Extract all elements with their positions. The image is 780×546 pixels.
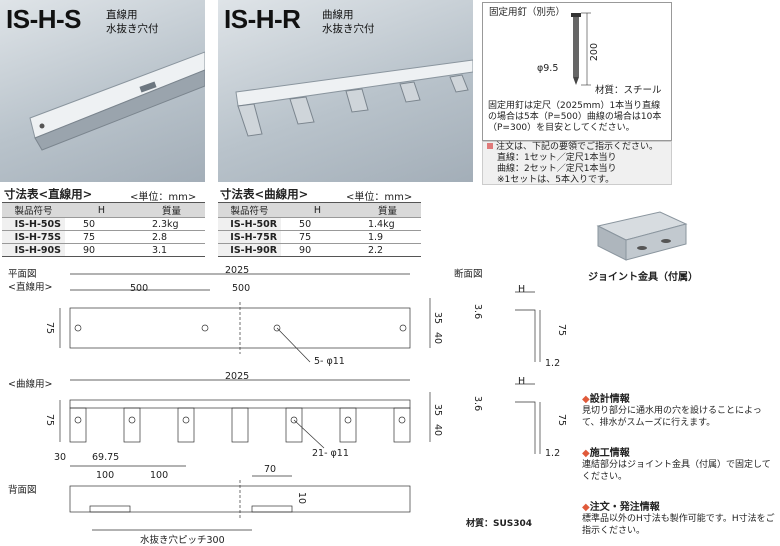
plan-label: 平面図 <box>8 269 37 280</box>
design-info-text: 見切り部分に通水用の穴を設けることによって、排水がスムーズに行えます。 <box>582 406 762 428</box>
dim-10: 10 <box>296 492 307 505</box>
pitch-300: 水抜き穴ピッチ300 <box>140 535 225 546</box>
dim-30: 30 <box>54 452 67 463</box>
dim-100: 100 <box>96 470 115 481</box>
order-info-text: 標準品以外のH寸法も製作可能です。H寸法をご指示ください。 <box>582 514 775 536</box>
dim-69-75: 69.75 <box>92 452 120 463</box>
col-header: 質量 <box>137 202 205 218</box>
photo-curved: IS-H-R 曲線用水抜き穴付 <box>218 0 473 182</box>
design-info-heading: ◆設計情報 <box>582 394 630 405</box>
product-code: IS-H-R <box>224 4 301 34</box>
dim-35: 35 <box>432 312 443 325</box>
nail-drawing <box>571 12 591 86</box>
hole-21: 21- φ11 <box>312 448 349 459</box>
curved-edging-image <box>235 59 473 137</box>
table-straight-unit: <単位：mm> <box>130 192 197 203</box>
product-desc: 直線用水抜き穴付 <box>106 9 159 35</box>
straight-edging-image <box>29 51 205 151</box>
note-bullet-icon <box>487 143 493 149</box>
product-code: IS-H-S <box>6 4 82 34</box>
sec-75: 75 <box>556 324 567 337</box>
col-header: 製品符号 <box>2 202 65 218</box>
table-straight-title: 寸法表<直線用> <box>4 187 93 201</box>
sec-1-2: 1.2 <box>545 448 561 459</box>
nail-diameter: φ9.5 <box>537 63 559 74</box>
dim-500: 500 <box>130 283 149 294</box>
col-header: H <box>281 202 354 218</box>
dim-100: 100 <box>150 470 169 481</box>
technical-drawing <box>59 273 541 531</box>
note-line: 注文は、下記の要領でご指示ください。 <box>496 142 659 152</box>
diamond-icon: ◆ <box>582 448 590 459</box>
dim-35: 35 <box>432 404 443 417</box>
nail-length: 200 <box>589 43 600 62</box>
order-note-box: 注文は、下記の要領でご指示ください。 直線：1セット／定尺1本当り 曲線：2セッ… <box>482 141 672 185</box>
product-desc: 曲線用水抜き穴付 <box>322 9 375 35</box>
work-info-text: 連結部分はジョイント金具（付属）で固定してください。 <box>582 460 771 482</box>
diamond-icon: ◆ <box>582 394 590 405</box>
table-curved-title: 寸法表<曲線用> <box>220 187 309 201</box>
curved-label: <曲線用> <box>8 379 53 390</box>
joint-caption: ジョイント金具（付属） <box>588 272 698 283</box>
hole-5: 5- φ11 <box>314 356 345 367</box>
back-label: 背面図 <box>8 485 37 496</box>
section-label: 断面図 <box>454 269 483 280</box>
photo-straight: IS-H-S 直線用水抜き穴付 <box>0 0 205 182</box>
dim-total: 2025 <box>225 371 250 382</box>
sec-h: H <box>518 284 526 295</box>
dim-70: 70 <box>264 464 277 475</box>
joint-bracket-image <box>596 211 688 261</box>
material-label: 材質：SUS304 <box>466 519 533 529</box>
nail-description: 固定用釘は定尺（2025mm）1本当り直線の場合は5本（P=500）曲線の場合は… <box>488 101 662 133</box>
sec-h: H <box>518 376 526 387</box>
dim-total: 2025 <box>225 265 250 276</box>
nail-material: 材質：スチール <box>595 85 662 96</box>
dim-75: 75 <box>44 322 55 335</box>
dim-500: 500 <box>232 283 251 294</box>
straight-label: <直線用> <box>8 282 53 293</box>
work-info-heading: ◆施工情報 <box>582 448 630 459</box>
col-header: H <box>64 202 138 218</box>
sec-1-2: 1.2 <box>545 358 561 369</box>
dim-40: 40 <box>432 332 443 345</box>
diamond-icon: ◆ <box>582 502 590 513</box>
order-info-heading: ◆注文・発注情報 <box>582 502 660 513</box>
col-header: 製品符号 <box>218 202 282 218</box>
sec-3-6: 3.6 <box>472 304 483 320</box>
dim-75: 75 <box>44 414 55 427</box>
note-line: 直線：1セット／定尺1本当り <box>497 153 617 163</box>
table-curved-unit: <単位：mm> <box>346 192 413 203</box>
dim-40: 40 <box>432 424 443 437</box>
nail-title: 固定用釘（別売） <box>489 7 566 18</box>
nail-info-box: 固定用釘（別売） 200 φ9.5 材質：スチール 固定用釘は定尺（2025mm… <box>482 2 672 141</box>
sec-75: 75 <box>556 414 567 427</box>
sec-3-6: 3.6 <box>472 396 483 412</box>
note-line: ※1セットは、5本入りです。 <box>497 175 615 185</box>
col-header: 質量 <box>353 202 421 218</box>
note-line: 曲線：2セット／定尺1本当り <box>497 164 617 174</box>
